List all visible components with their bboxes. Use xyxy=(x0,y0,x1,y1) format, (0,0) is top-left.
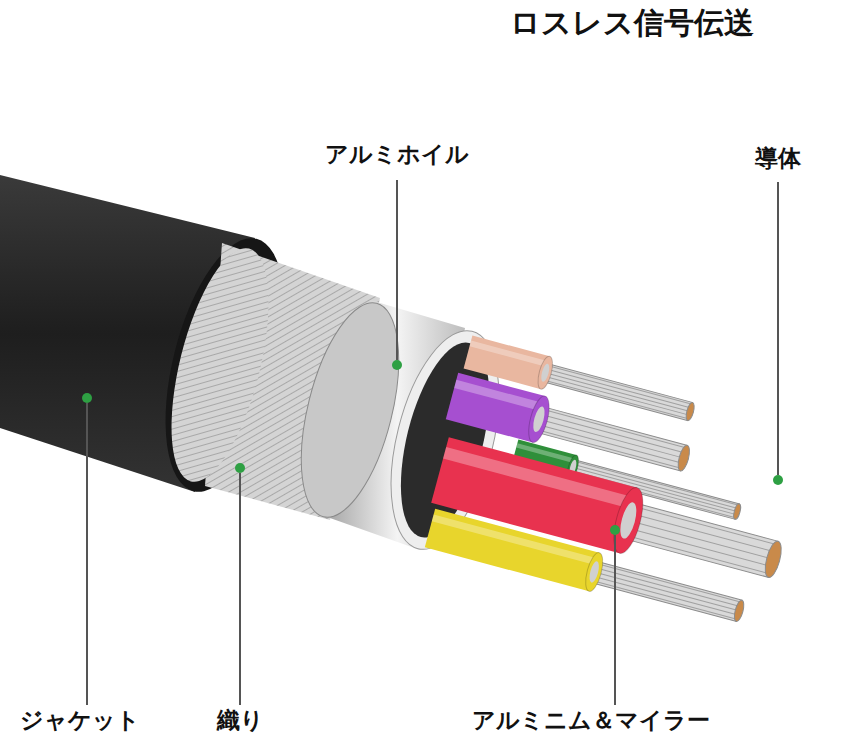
wire-core xyxy=(617,501,639,541)
wire xyxy=(431,437,788,594)
strand-line xyxy=(540,414,685,453)
strand-line xyxy=(545,373,690,412)
strand-line xyxy=(544,376,689,415)
strand-line xyxy=(546,369,691,408)
strand-line xyxy=(628,520,773,559)
wire-core xyxy=(540,363,551,383)
conductor-strands xyxy=(620,501,778,577)
strand-line xyxy=(632,506,777,545)
conductor-end xyxy=(685,402,696,422)
wire-highlight xyxy=(443,447,634,509)
wire-highlight xyxy=(470,341,549,367)
conductor-end xyxy=(732,503,742,520)
wire-highlight xyxy=(454,380,543,411)
wire-end xyxy=(582,551,606,593)
leaders xyxy=(87,180,778,705)
wire-insulation xyxy=(431,437,637,553)
wire-end xyxy=(535,355,555,391)
strand-line xyxy=(542,409,687,448)
conductor-end xyxy=(676,444,692,472)
callout-label: 織り xyxy=(217,708,264,733)
callout-label: 導体 xyxy=(755,146,801,171)
strand-line xyxy=(624,535,769,574)
callout-label: アルミニム＆マイラー xyxy=(472,708,710,733)
strand-line xyxy=(547,365,692,404)
wire-core xyxy=(531,405,547,433)
strand-line xyxy=(630,513,775,552)
wires xyxy=(425,336,789,632)
wire-core xyxy=(588,560,601,583)
callout-label: ジャケット xyxy=(20,708,140,733)
callout-label: アルミホイル xyxy=(325,142,469,167)
wire-end xyxy=(525,394,554,445)
conductor-end xyxy=(733,599,746,622)
strand-line xyxy=(626,528,771,567)
conductor-strands xyxy=(587,560,741,621)
leader-dots xyxy=(82,360,783,535)
title: ロスレス信号伝送 xyxy=(510,6,754,39)
strand-line xyxy=(592,580,737,619)
conductor-end xyxy=(762,540,784,580)
